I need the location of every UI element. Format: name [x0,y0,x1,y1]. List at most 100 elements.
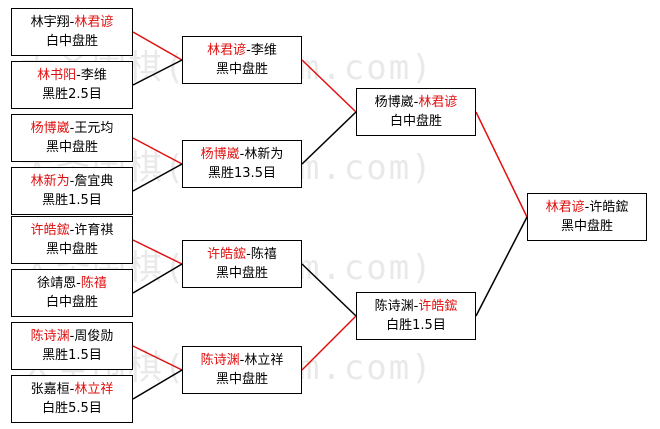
player-separator: - [69,15,75,30]
match-players: 杨博崴-王元均 [31,119,114,138]
match-players: 杨博崴-林君谚 [375,93,458,112]
player-separator: - [69,329,75,344]
connector-r3m2-r4m1 [475,216,528,317]
connector-r2m4-r3m2 [301,315,357,371]
player-separator: - [413,95,419,110]
player-2-name: 陈禧 [80,276,107,291]
player-1-name: 林宇翔 [30,15,70,30]
match-result: 白中盘胜 [389,114,442,129]
player-1-name: 杨博崴 [30,121,70,136]
match-result: 黑中盘胜 [215,266,268,281]
match-result: 黑中盘胜 [215,372,268,387]
player-separator: - [69,121,75,136]
match-box-r1m3: 杨博崴-王元均黑中盘胜 [11,114,133,162]
match-result: 黑胜13.5目 [208,166,276,181]
player-1-name: 杨博崴 [374,95,414,110]
match-result: 黑胜1.5目 [42,193,102,208]
player-1-name: 林君谚 [545,200,585,215]
match-result: 白胜1.5目 [386,318,446,333]
player-2-name: 林君谚 [74,15,114,30]
match-players: 林君谚-李维 [207,41,277,60]
connector-r1m1-r2m1 [132,31,183,61]
match-players: 许皓鋐-陈禧 [207,245,277,264]
player-separator: - [246,247,251,262]
match-players: 徐靖恩-陈禧 [37,274,107,293]
connector-r1m6-r2m3 [132,263,183,294]
connector-r2m2-r3m1 [301,111,357,165]
player-separator: - [69,223,75,238]
player-1-name: 张嘉桓 [30,382,70,397]
match-result: 黑中盘胜 [45,242,98,257]
player-1-name: 林新为 [30,174,70,189]
player-1-name: 林君谚 [207,43,247,58]
match-box-r4m1: 林君谚-许皓鋐黑中盘胜 [527,193,647,241]
player-separator: - [69,174,75,189]
player-1-name: 林书阳 [37,68,77,83]
connector-r2m3-r3m2 [301,263,357,317]
match-box-r1m8: 张嘉桓-林立祥白胜5.5目 [11,375,133,423]
player-2-name: 许皓鋐 [589,200,629,215]
match-box-r1m5: 许皓鋐-许育祺黑中盘胜 [11,216,133,264]
player-2-name: 李维 [250,43,277,58]
player-2-name: 周俊勋 [74,329,114,344]
player-separator: - [239,147,245,162]
connector-r1m5-r2m3 [132,239,183,265]
connector-r1m7-r2m4 [132,345,183,371]
player-1-name: 徐靖恩 [37,276,77,291]
connector-r1m4-r2m2 [132,163,183,192]
player-1-name: 陈诗渊 [374,299,414,314]
match-box-r2m4: 陈诗渊-林立祥黑中盘胜 [182,346,302,394]
match-box-r1m1: 林宇翔-林君谚白中盘胜 [11,8,133,56]
match-players: 陈诗渊-许皓鋐 [375,297,458,316]
match-box-r3m2: 陈诗渊-许皓鋐白胜1.5目 [356,292,476,340]
player-2-name: 许育祺 [74,223,114,238]
match-box-r1m6: 徐靖恩-陈禧白中盘胜 [11,269,133,317]
match-players: 林新为-詹宜典 [31,172,114,191]
match-result: 黑中盘胜 [215,62,268,77]
match-players: 陈诗渊-林立祥 [201,351,284,370]
player-2-name: 林立祥 [74,382,114,397]
player-1-name: 陈诗渊 [200,353,240,368]
match-box-r2m2: 杨博崴-林新为黑胜13.5目 [182,140,302,188]
player-separator: - [239,353,245,368]
player-2-name: 许皓鋐 [418,299,458,314]
match-box-r1m4: 林新为-詹宜典黑胜1.5目 [11,167,133,215]
player-2-name: 林新为 [244,147,284,162]
match-players: 陈诗渊-周俊勋 [31,327,114,346]
connector-r1m8-r2m4 [132,369,183,400]
player-2-name: 陈禧 [250,247,277,262]
player-separator: - [69,382,75,397]
match-result: 黑中盘胜 [45,140,98,155]
match-result: 黑胜2.5目 [42,87,102,102]
match-result: 黑胜1.5目 [42,348,102,363]
match-result: 白胜5.5目 [42,401,102,416]
player-1-name: 杨博崴 [200,147,240,162]
connector-r2m1-r3m1 [301,59,357,113]
match-players: 林君谚-许皓鋐 [546,198,629,217]
player-1-name: 许皓鋐 [30,223,70,238]
match-result: 白中盘胜 [45,295,98,310]
match-result: 白中盘胜 [45,34,98,49]
match-box-r2m1: 林君谚-李维黑中盘胜 [182,36,302,84]
match-players: 林书阳-李维 [37,66,107,85]
player-2-name: 詹宜典 [74,174,114,189]
player-2-name: 李维 [80,68,107,83]
match-box-r3m1: 杨博崴-林君谚白中盘胜 [356,88,476,136]
player-2-name: 林君谚 [418,95,458,110]
match-box-r1m7: 陈诗渊-周俊勋黑胜1.5目 [11,322,133,370]
player-1-name: 陈诗渊 [30,329,70,344]
match-players: 杨博崴-林新为 [201,145,284,164]
connector-r1m2-r2m1 [132,59,183,86]
match-players: 许皓鋐-许育祺 [31,221,114,240]
player-separator: - [76,68,81,83]
match-result: 黑中盘胜 [560,219,613,234]
connector-r3m1-r4m1 [475,111,528,218]
player-1-name: 许皓鋐 [207,247,247,262]
connector-r1m3-r2m2 [132,137,183,165]
match-players: 林宇翔-林君谚 [31,13,114,32]
player-2-name: 王元均 [74,121,114,136]
match-players: 张嘉桓-林立祥 [31,380,114,399]
player-separator: - [584,200,590,215]
